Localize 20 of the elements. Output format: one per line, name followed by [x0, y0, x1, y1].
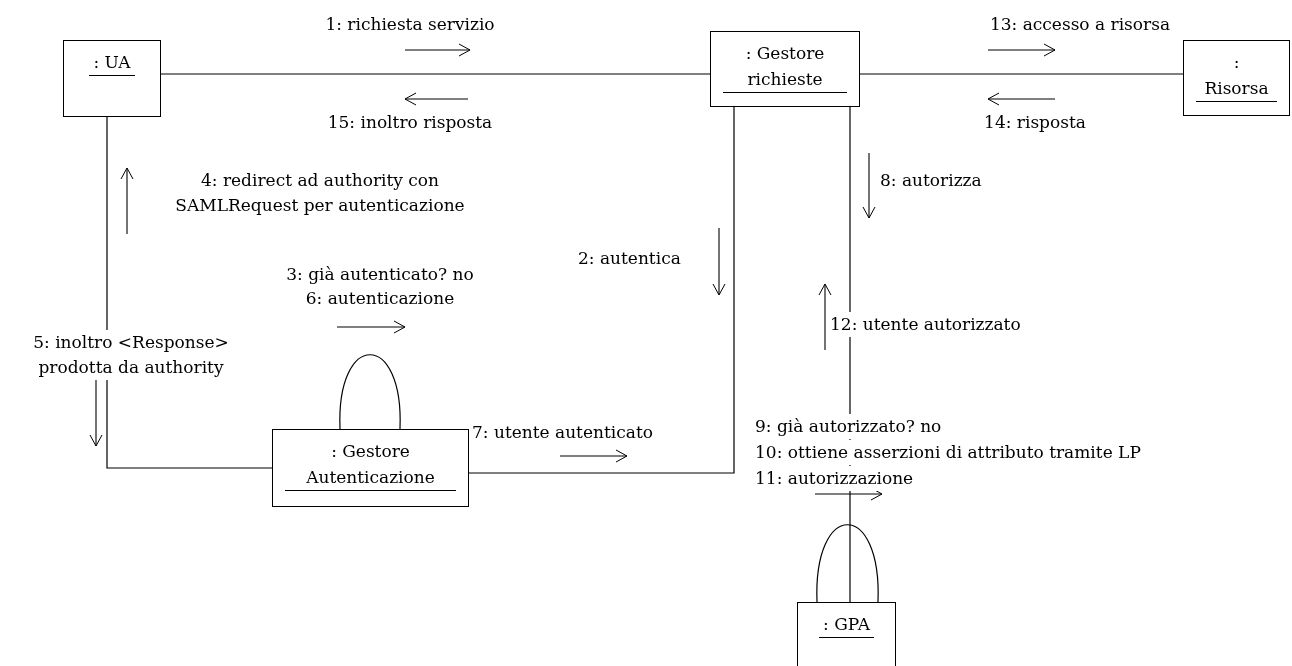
- object-name: : Gestore Autenticazione: [285, 438, 456, 491]
- message-label: 11: autorizzazione: [755, 466, 914, 491]
- message-label: 12: utente autorizzato: [830, 312, 1021, 337]
- link-line: [468, 106, 735, 474]
- link-line: [859, 73, 1184, 75]
- object-box: [272, 429, 469, 507]
- object-name: : Risorsa: [1196, 49, 1277, 102]
- object-box: [797, 602, 896, 666]
- object-box: [1183, 40, 1290, 116]
- message-label: 10: ottiene asserzioni di attributo tramite LP: [755, 440, 1141, 465]
- object-name: : Gestore richieste: [723, 40, 847, 93]
- object-box: [63, 40, 161, 117]
- object-box: [710, 31, 860, 107]
- object-name: : GPA: [819, 611, 874, 638]
- link-line: [106, 116, 273, 469]
- link-line: [339, 354, 401, 430]
- message-label: 9: già autorizzato? no: [755, 414, 942, 439]
- link-line: [816, 524, 879, 603]
- link-line: [160, 73, 711, 75]
- object-name: : UA: [89, 49, 135, 76]
